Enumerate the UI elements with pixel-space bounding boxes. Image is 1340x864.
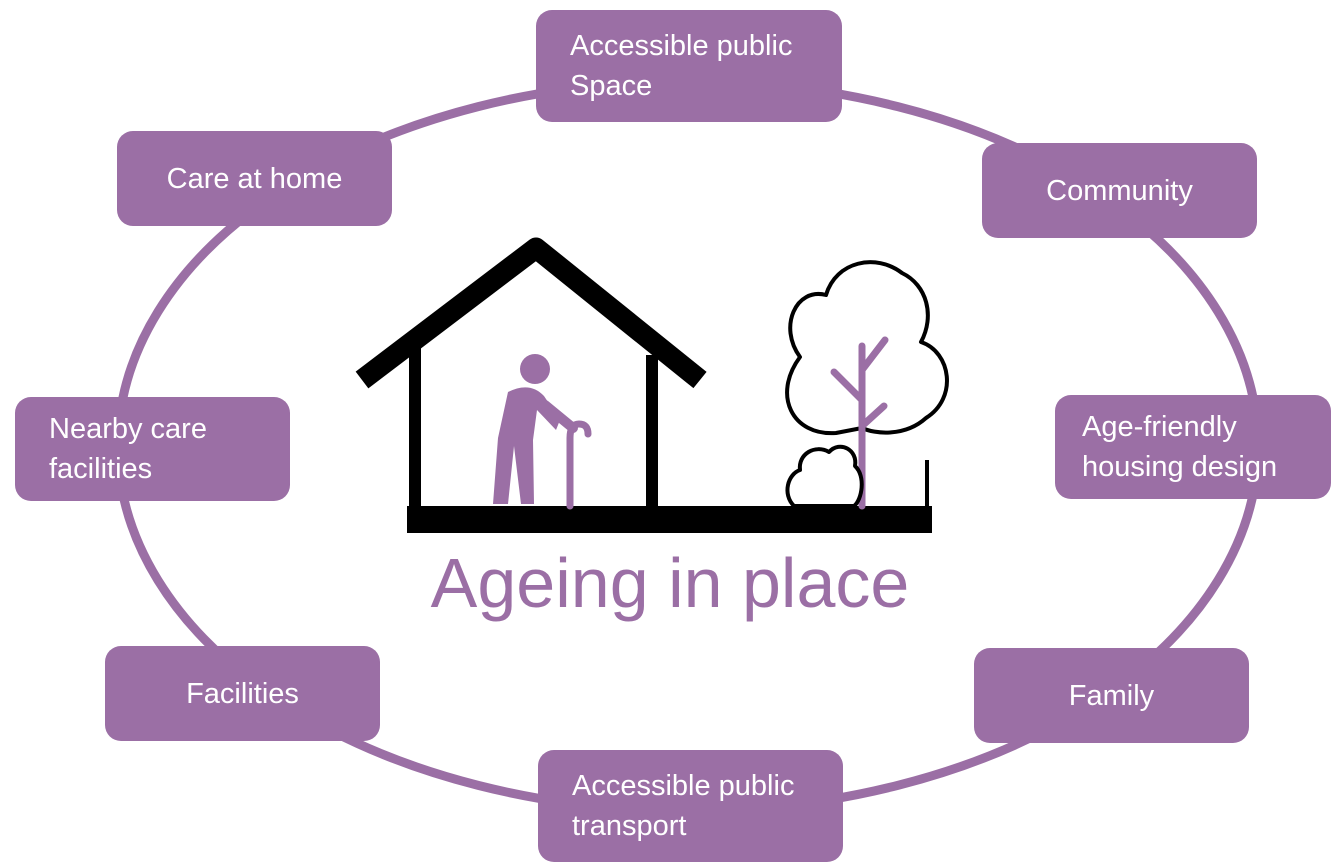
node-community: Community bbox=[982, 143, 1257, 238]
node-label: Community bbox=[1046, 174, 1193, 207]
node-nearby-care-facilities: Nearby care facilities bbox=[15, 397, 290, 501]
node-accessible-public-transport: Accessible public transport bbox=[538, 750, 843, 862]
node-label: Nearby care facilities bbox=[49, 413, 207, 485]
node-label: Age-friendly housing design bbox=[1082, 411, 1278, 483]
node-label: Facilities bbox=[186, 677, 299, 710]
node-age-friendly-housing-design: Age-friendly housing design bbox=[1055, 395, 1331, 499]
node-accessible-public-space: Accessible public Space bbox=[536, 10, 842, 122]
node-label: Care at home bbox=[166, 162, 343, 195]
tree-icon bbox=[785, 260, 949, 510]
node-label: Accessible public transport bbox=[572, 770, 795, 842]
node-care-at-home: Care at home bbox=[117, 131, 392, 226]
node-family: Family bbox=[974, 648, 1249, 743]
node-label: Accessible public Space bbox=[570, 30, 793, 102]
diagram-title: Ageing in place bbox=[430, 544, 910, 622]
node-facilities: Facilities bbox=[105, 646, 380, 741]
house-icon bbox=[355, 237, 932, 533]
node-label: Family bbox=[1068, 679, 1155, 712]
elderly-person-with-cane-icon bbox=[493, 354, 592, 510]
bush-icon bbox=[785, 444, 864, 508]
